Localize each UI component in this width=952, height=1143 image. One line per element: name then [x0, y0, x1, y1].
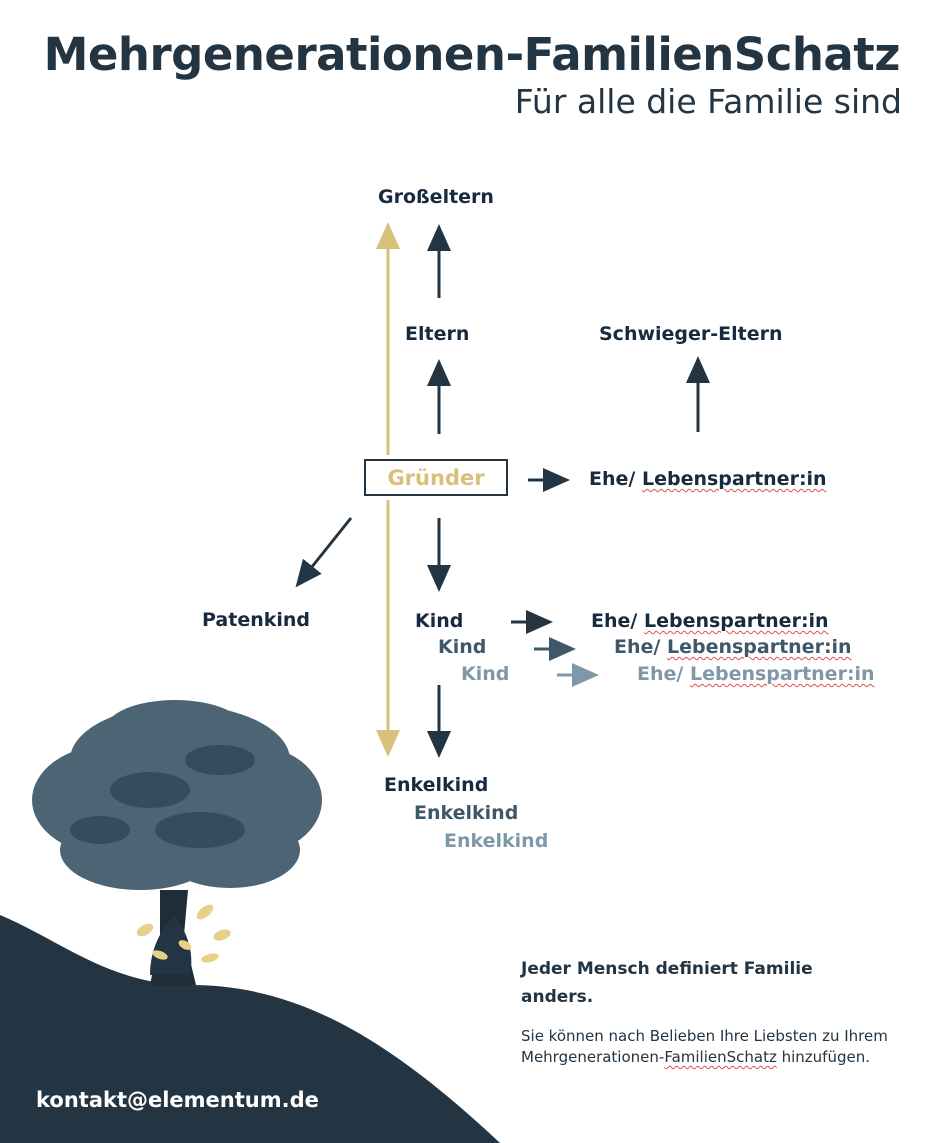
- partner-prefix: Ehe/: [637, 663, 684, 685]
- partner-word: Lebenspartner:in: [641, 468, 827, 490]
- note-body-start: Sie können nach Belieben Ihre Liebsten z…: [521, 1027, 888, 1066]
- node-gruender-label: Gründer: [387, 465, 485, 490]
- node-partner-kind-2: Ehe/ Lebenspartner:in: [614, 636, 852, 658]
- node-patenkind: Patenkind: [202, 609, 311, 631]
- node-partner-kind-3: Ehe/ Lebenspartner:in: [637, 663, 875, 685]
- node-partner-founder: Ehe/ Lebenspartner:in: [589, 468, 827, 490]
- note-heading: Jeder Mensch definiert Familie anders.: [521, 959, 813, 1007]
- contact-email[interactable]: kontakt@elementum.de: [36, 1088, 319, 1112]
- node-gruender: Gründer: [364, 459, 508, 496]
- tree-shadow: [70, 745, 255, 848]
- hill-shape: [0, 915, 500, 1143]
- node-grosseltern: Großeltern: [378, 186, 494, 208]
- node-eltern: Eltern: [405, 323, 470, 345]
- note-body-end: hinzufügen.: [776, 1048, 870, 1066]
- partner-prefix: Ehe/: [614, 636, 661, 658]
- note-body: Sie können nach Belieben Ihre Liebsten z…: [521, 1026, 911, 1068]
- note-body-word: FamilienSchatz: [664, 1048, 777, 1066]
- node-kind-3: Kind: [461, 663, 510, 685]
- partner-word: Lebenspartner:in: [643, 610, 829, 632]
- node-partner-kind-1: Ehe/ Lebenspartner:in: [591, 610, 829, 632]
- node-enkelkind-3: Enkelkind: [444, 830, 549, 852]
- page-title: Mehrgenerationen-FamilienSchatz: [43, 28, 901, 81]
- partner-word: Lebenspartner:in: [666, 636, 852, 658]
- node-enkelkind-1: Enkelkind: [384, 774, 489, 796]
- node-enkelkind-2: Enkelkind: [414, 802, 519, 824]
- node-kind-1: Kind: [415, 610, 464, 632]
- partner-prefix: Ehe/: [589, 468, 636, 490]
- node-schwiegereltern: Schwieger-Eltern: [599, 323, 783, 345]
- partner-prefix: Ehe/: [591, 610, 638, 632]
- node-kind-2: Kind: [438, 636, 487, 658]
- partner-word: Lebenspartner:in: [689, 663, 875, 685]
- page-subtitle: Für alle die Familie sind: [514, 82, 902, 121]
- bush: [136, 904, 231, 975]
- arrow-to-patenkind: [295, 517, 353, 588]
